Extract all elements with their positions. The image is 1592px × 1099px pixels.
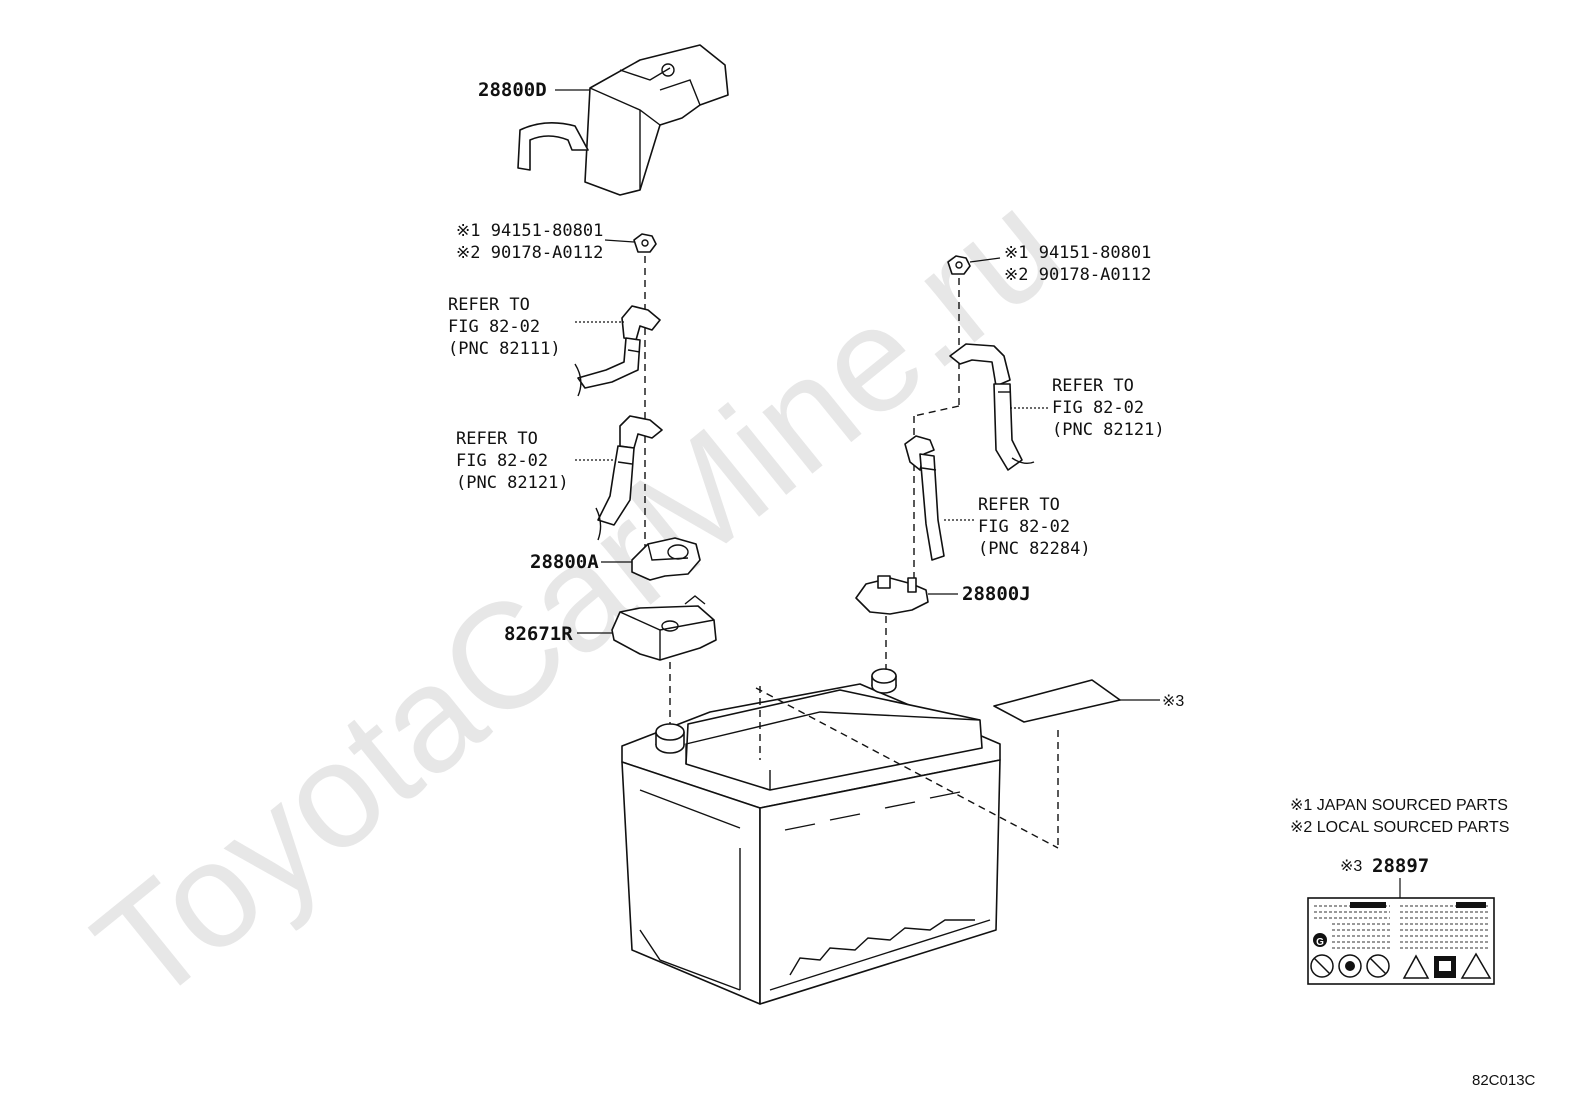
nut-left-part-1: ※1 94151-80801 — [456, 221, 603, 241]
legend-label-part: 28897 — [1372, 855, 1429, 877]
ref-1-line-3: (PNC 82111) — [448, 339, 561, 359]
label-note-3: ※3 — [1162, 693, 1184, 710]
part-28800J: 28800J — [962, 583, 1031, 605]
battery-drawing — [621, 668, 1001, 1005]
terminal-28800J-drawing — [855, 575, 929, 615]
terminal-28800A-drawing — [631, 537, 701, 581]
nut-left-part-2: ※2 90178-A0112 — [456, 243, 603, 263]
ref-3-line-1: REFER TO — [1052, 376, 1134, 396]
ref-2-line-3: (PNC 82121) — [456, 473, 569, 493]
cable-82121-left-drawing — [595, 415, 663, 541]
nut-right-part-2: ※2 90178-A0112 — [1004, 265, 1151, 285]
nut-right-part-1: ※1 94151-80801 — [1004, 243, 1151, 263]
part-28800A: 28800A — [530, 551, 599, 573]
part-28800D: 28800D — [478, 79, 547, 101]
ref-4-line-3: (PNC 82284) — [978, 539, 1091, 559]
label-icon-letter: G — [1316, 937, 1324, 948]
holder-82671R-drawing — [611, 595, 717, 661]
ref-4-line-2: FIG 82-02 — [978, 517, 1070, 537]
ref-4-line-1: REFER TO — [978, 495, 1060, 515]
ref-2-line-2: FIG 82-02 — [456, 451, 548, 471]
cable-82111-drawing — [574, 305, 661, 397]
part-82671R: 82671R — [504, 623, 573, 645]
legend-label-prefix: ※3 — [1340, 858, 1362, 875]
cable-82121-right-drawing — [949, 343, 1035, 471]
ref-3-line-3: (PNC 82121) — [1052, 420, 1165, 440]
ref-1-line-2: FIG 82-02 — [448, 317, 540, 337]
terminal-cover-drawing — [517, 44, 729, 196]
nut-left-icon — [633, 233, 657, 253]
cable-82284-drawing — [904, 435, 945, 561]
warning-label-sticker-drawing — [993, 679, 1121, 723]
figure-code: 82C013C — [1472, 1072, 1536, 1089]
legend-line-1: ※1 JAPAN SOURCED PARTS — [1290, 797, 1508, 814]
ref-1-line-1: REFER TO — [448, 295, 530, 315]
legend-line-2: ※2 LOCAL SOURCED PARTS — [1290, 819, 1509, 836]
ref-3-line-2: FIG 82-02 — [1052, 398, 1144, 418]
ref-2-line-1: REFER TO — [456, 429, 538, 449]
label-28897-sticker-icon — [1307, 897, 1495, 985]
nut-right-icon — [947, 255, 971, 275]
